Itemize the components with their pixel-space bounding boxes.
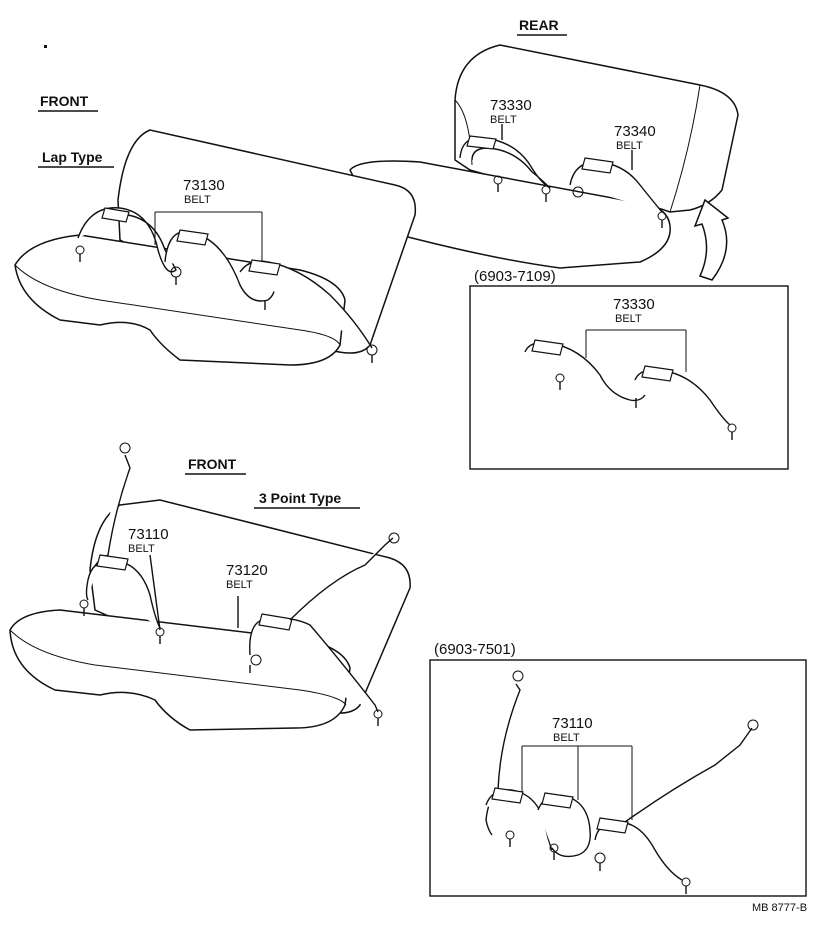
lap-belt-middle (164, 229, 275, 302)
rear-belt-2-name: BELT (616, 140, 643, 152)
inset1-belts (524, 339, 737, 440)
rear-seat (349, 44, 739, 269)
inset2-belts (485, 670, 759, 894)
lap-type-label: Lap Type (42, 149, 103, 165)
rear-belt-1-name: BELT (490, 114, 517, 126)
inset2-belt-part: 73110 (552, 715, 593, 732)
inset2-belt-name: BELT (553, 732, 580, 744)
stray-mark (44, 45, 47, 48)
front-3pt-2-part: 73120 (226, 562, 268, 579)
lap-belt-part: 73130 (183, 177, 225, 194)
front-top-label: FRONT (40, 93, 89, 109)
front-3pt-2-name: BELT (226, 579, 253, 591)
front3pt-callout-line-1 (149, 554, 161, 631)
arrow-icon (693, 198, 730, 281)
front-3pt-1-part: 73110 (128, 526, 169, 543)
inset1-belt-part: 73330 (613, 296, 655, 313)
three-point-type-label: 3 Point Type (259, 490, 341, 506)
inset2-callout-bracket (521, 745, 633, 820)
lap-callout-bracket (154, 211, 263, 262)
rear-belt-2-part: 73340 (614, 123, 656, 140)
front-3pt-belt-right (249, 532, 400, 726)
inset1-belt-name: BELT (615, 313, 642, 325)
inset2-title: (6903-7501) (434, 641, 516, 658)
inset-box-2 (429, 659, 807, 897)
front-3pt-belt-left (79, 442, 165, 644)
inset1-title: (6903-7109) (474, 268, 556, 285)
front-3pt-1-name: BELT (128, 543, 155, 555)
rear-belt-1-part: 73330 (490, 97, 532, 114)
rear-label: REAR (519, 17, 559, 33)
lap-belt-left (75, 207, 177, 273)
rear-belt-right (569, 157, 667, 228)
front-bottom-label: FRONT (188, 456, 237, 472)
rear-belt-left (459, 135, 551, 202)
lap-belt-name: BELT (184, 194, 211, 206)
inset1-callout-bracket (585, 329, 687, 372)
lap-belt-right (239, 259, 378, 363)
inset-box-1 (469, 285, 789, 470)
drawing-code: MB 8777-B (752, 902, 807, 914)
